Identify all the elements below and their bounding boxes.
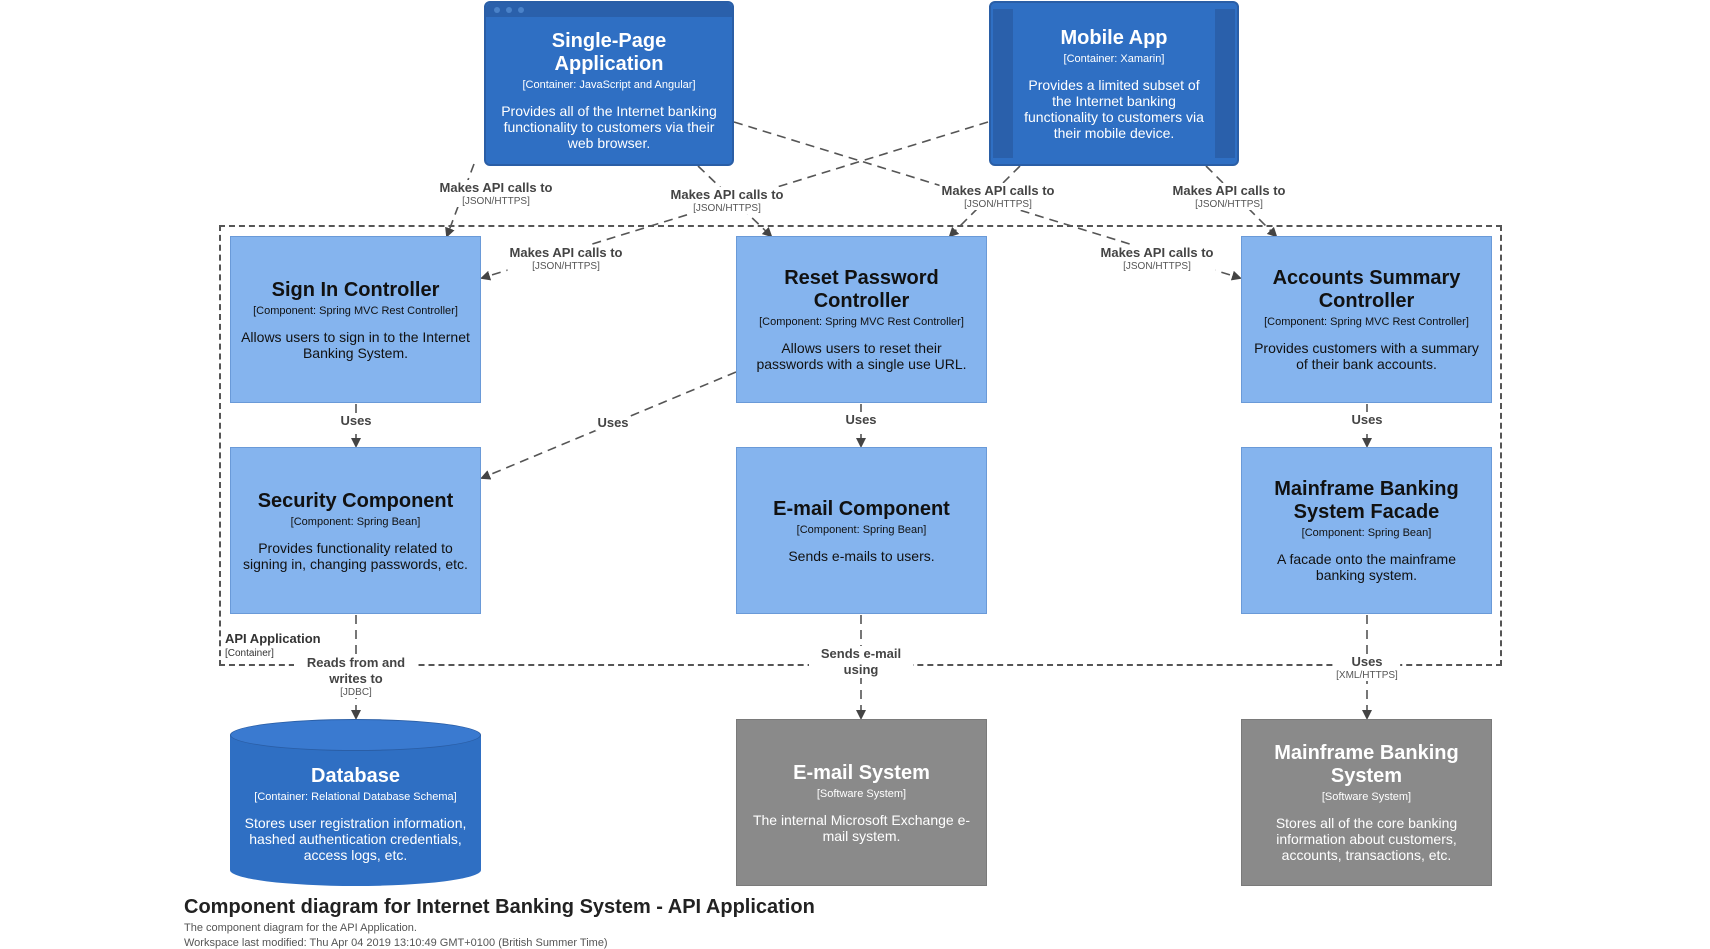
node-description: Allows users to reset their passwords wi… bbox=[756, 340, 967, 372]
spa-node[interactable]: Single-Page Application [Container: Java… bbox=[484, 1, 734, 166]
diagram-subtitle: The component diagram for the API Applic… bbox=[184, 922, 417, 934]
mobile-app-node[interactable]: Mobile App [Container: Xamarin] Provides… bbox=[989, 1, 1239, 166]
node-type: [Container: Relational Database Schema] bbox=[254, 790, 457, 803]
email-system-node[interactable]: E-mail System [Software System] The inte… bbox=[736, 719, 987, 886]
node-title: Single-Page Application bbox=[551, 30, 667, 75]
edge-label-spa-signin: Makes API calls to [JSON/HTTPS] bbox=[437, 180, 555, 207]
accounts-summary-controller-node[interactable]: Accounts Summary Controller [Component: … bbox=[1241, 236, 1492, 403]
database-cylinder-icon bbox=[230, 735, 481, 886]
edge-label-accounts-facade: Uses bbox=[1349, 412, 1385, 428]
node-description: Provides a limited subset of the Interne… bbox=[1024, 76, 1204, 141]
edge-label-spa-accounts: Makes API calls to [JSON/HTTPS] bbox=[1098, 245, 1216, 272]
node-description: The internal Microsoft Exchange e-mail s… bbox=[752, 811, 971, 844]
node-description: Allows users to sign in to the Internet … bbox=[241, 328, 470, 361]
node-title: E-mail Component bbox=[773, 497, 950, 520]
edge-label-mobile-reset: Makes API calls to [JSON/HTTPS] bbox=[939, 183, 1057, 210]
node-title: Accounts Summary Controller bbox=[1272, 267, 1461, 312]
node-type: [Software System] bbox=[1321, 791, 1412, 803]
edge-label-mobile-accounts: Makes API calls to [JSON/HTTPS] bbox=[1170, 183, 1288, 210]
node-title: Mobile App bbox=[1060, 26, 1168, 49]
edge-label-signin-security: Uses bbox=[338, 413, 374, 429]
edge-label-spa-reset: Makes API calls to [JSON/HTTPS] bbox=[668, 187, 786, 214]
edge-label-reset-security: Uses bbox=[595, 415, 631, 431]
node-type: [Software System] bbox=[816, 787, 907, 800]
node-type: [Component: Spring MVC Rest Controller] bbox=[253, 304, 458, 317]
database-node[interactable]: Database [Container: Relational Database… bbox=[230, 719, 481, 886]
node-description: Provides all of the Internet banking fun… bbox=[501, 103, 717, 151]
node-description: Sends e-mails to users. bbox=[788, 547, 935, 564]
security-component-node[interactable]: Security Component [Component: Spring Be… bbox=[230, 447, 481, 614]
sign-in-controller-node[interactable]: Sign In Controller [Component: Spring MV… bbox=[230, 236, 481, 403]
node-description: Stores all of the core banking informati… bbox=[1275, 815, 1458, 863]
node-description: Provides functionality related to signin… bbox=[243, 539, 468, 572]
node-type: [Component: Spring Bean] bbox=[1301, 527, 1432, 539]
edge-label-mobile-signin: Makes API calls to [JSON/HTTPS] bbox=[507, 245, 625, 272]
node-type: [Component: Spring Bean] bbox=[796, 523, 927, 536]
edge-label-email-emailsys: Sends e-mail using bbox=[809, 646, 913, 678]
node-title: Mainframe Banking System Facade bbox=[1274, 478, 1459, 523]
node-description: A facade onto the mainframe banking syst… bbox=[1277, 551, 1456, 583]
node-title: Sign In Controller bbox=[271, 278, 440, 301]
node-type: [Container: JavaScript and Angular] bbox=[522, 79, 696, 91]
mainframe-facade-node[interactable]: Mainframe Banking System Facade [Compone… bbox=[1241, 447, 1492, 614]
boundary-type: [Container] bbox=[225, 648, 274, 659]
diagram-title: Component diagram for Internet Banking S… bbox=[184, 896, 815, 918]
node-description: Stores user registration information, ha… bbox=[244, 814, 467, 863]
database-cylinder-top bbox=[230, 719, 481, 751]
mainframe-banking-system-node[interactable]: Mainframe Banking System [Software Syste… bbox=[1241, 719, 1492, 886]
node-title: Security Component bbox=[257, 489, 454, 512]
email-component-node[interactable]: E-mail Component [Component: Spring Bean… bbox=[736, 447, 987, 614]
reset-password-controller-node[interactable]: Reset Password Controller [Component: Sp… bbox=[736, 236, 987, 403]
node-title: Mainframe Banking System bbox=[1274, 742, 1459, 787]
phone-edge-icon bbox=[1215, 9, 1235, 158]
edge-label-facade-mainframe: Uses [XML/HTTPS] bbox=[1334, 654, 1400, 681]
node-type: [Component: Spring MVC Rest Controller] bbox=[759, 316, 964, 328]
node-title: Database bbox=[311, 764, 400, 787]
boundary-name: API Application bbox=[225, 631, 321, 646]
node-title: Reset Password Controller bbox=[784, 267, 939, 312]
edge-label-reset-email: Uses bbox=[843, 412, 879, 428]
browser-bar-icon bbox=[486, 3, 732, 17]
edge-label-security-db: Reads from and writes to [JDBC] bbox=[294, 655, 418, 698]
node-type: [Component: Spring Bean] bbox=[290, 515, 421, 528]
last-modified: Workspace last modified: Thu Apr 04 2019… bbox=[184, 937, 608, 949]
node-type: [Container: Xamarin] bbox=[1063, 52, 1165, 65]
phone-edge-icon bbox=[993, 9, 1013, 158]
node-title: E-mail System bbox=[793, 761, 930, 784]
node-type: [Component: Spring MVC Rest Controller] bbox=[1264, 316, 1469, 328]
node-description: Provides customers with a summary of the… bbox=[1254, 340, 1479, 372]
